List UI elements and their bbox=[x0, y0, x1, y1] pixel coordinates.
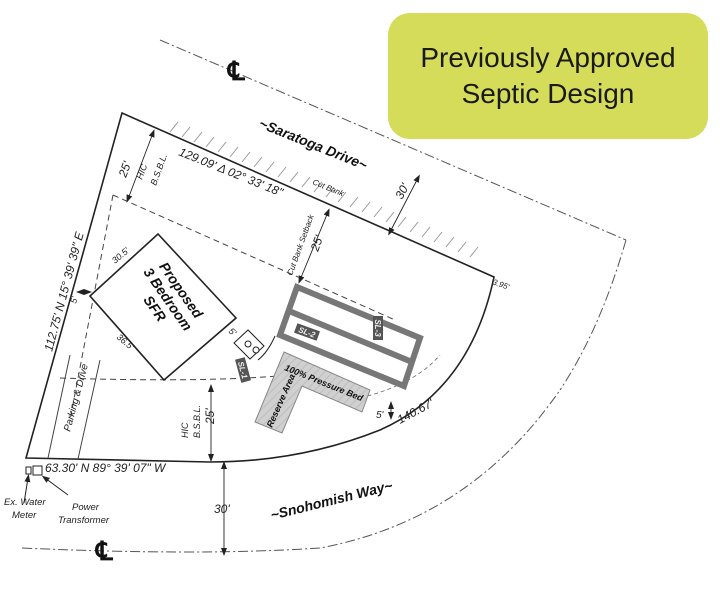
proposed-house bbox=[88, 232, 238, 382]
north-row-dimension: 30' bbox=[392, 180, 412, 201]
water-meter-icon bbox=[25, 466, 32, 475]
cut-bank-label: Cut Bank bbox=[311, 178, 346, 199]
water-meter-label-line1: Ex. Water bbox=[4, 497, 46, 508]
dimension-arrows bbox=[76, 129, 420, 556]
transformer-icon bbox=[32, 465, 43, 476]
north-boundary-dimension: 129.09' Δ 02° 33' 18" bbox=[177, 145, 286, 200]
south-bsbl-label: B.S.B.L. bbox=[192, 405, 202, 438]
transformer-label-line2: Transformer bbox=[58, 515, 110, 526]
water-meter-label-line2: Meter bbox=[12, 510, 37, 521]
sl2-tag: SL-2 bbox=[297, 325, 317, 340]
snohomish-way-label: ~Snohomish Way~ bbox=[269, 477, 394, 523]
west-boundary-dimension: 112.75' N 15° 39' 39" E bbox=[41, 230, 87, 353]
west-setback bbox=[69, 194, 114, 421]
transformer-label-line1: Power bbox=[72, 502, 100, 513]
north-bsbl-dimension: 25' bbox=[115, 159, 134, 180]
previously-approved-callout: Previously Approved Septic Design bbox=[388, 13, 708, 139]
east-short-dimension: 3.95' bbox=[491, 277, 511, 291]
sl1-tag: SL-1 bbox=[236, 361, 249, 381]
saratoga-drive-label: ~Saratoga Drive~ bbox=[257, 115, 370, 173]
sl3-tag: SL-3 bbox=[373, 319, 382, 337]
property-boundary bbox=[24, 111, 495, 463]
north-bsbl bbox=[112, 194, 396, 321]
reserve-area bbox=[254, 351, 371, 434]
centerline-symbol-south: ℄ bbox=[95, 537, 114, 567]
south-bsbl-dimension: 25' bbox=[203, 408, 217, 425]
callout-line1: Previously Approved bbox=[420, 42, 676, 73]
centerline-symbol-north: ℄ bbox=[227, 57, 246, 87]
south-row-dimension: 30' bbox=[214, 502, 230, 516]
curve-boundary-dimension: 140.67' bbox=[395, 396, 437, 427]
house-setback-dimension: 5' bbox=[68, 295, 79, 304]
east-row-line bbox=[559, 239, 627, 391]
bed-offset-dimension: 5' bbox=[376, 410, 385, 421]
tank-offset-dimension: 5' bbox=[227, 326, 239, 338]
saratoga-centerline bbox=[159, 39, 627, 241]
south-boundary-dimension: 63.30' N 89° 39' 07" W bbox=[45, 461, 167, 475]
row-lines bbox=[21, 39, 627, 553]
utilities bbox=[23, 465, 69, 504]
cut-bank-setback-dimension: 25' bbox=[307, 233, 326, 254]
parking-drive-lines bbox=[47, 354, 101, 460]
north-bsbl-hic: HIC bbox=[134, 162, 149, 180]
septic-tank bbox=[233, 329, 276, 361]
callout-line2: Septic Design bbox=[461, 78, 635, 109]
south-bsbl-hic: HIC bbox=[180, 422, 190, 438]
north-bsbl-label: B.S.B.L. bbox=[148, 152, 169, 186]
